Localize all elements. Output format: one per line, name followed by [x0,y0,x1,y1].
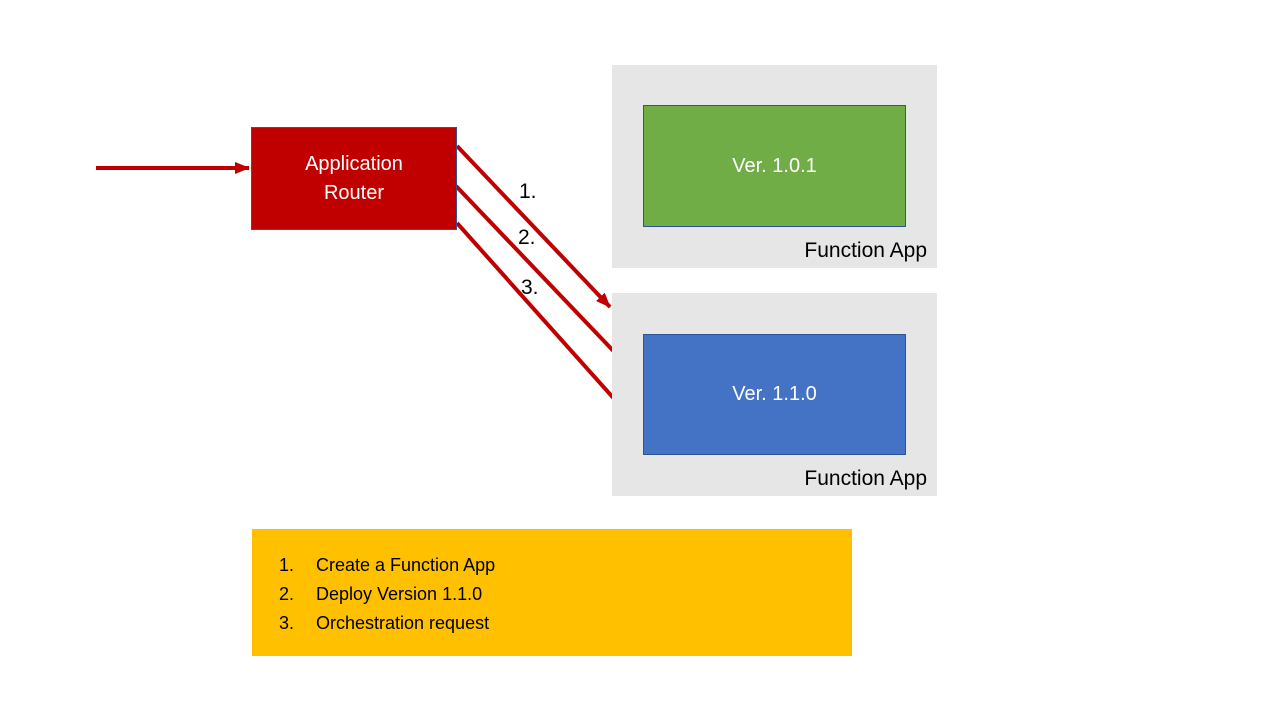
arrow-label-2: 2. [518,226,536,249]
legend-item-text: Deploy Version 1.1.0 [316,584,483,604]
version-label-1-1-0: Ver. 1.1.0 [732,383,817,405]
legend-item-number: 2. [279,584,295,604]
version-box-1-0-1: Ver. 1.0.1 [643,105,906,227]
legend-box: 1. Create a Function App 2. Deploy Versi… [252,529,852,656]
function-app-container-top: Ver. 1.0.1 Function App [612,65,937,268]
legend-item-number: 1. [279,555,295,575]
legend-item: 2. Deploy Version 1.1.0 [252,580,852,609]
arrow-label-1: 1. [519,180,537,203]
function-app-label-top: Function App [804,239,927,262]
arrow-label-3: 3. [521,276,539,299]
function-app-container-bottom: Ver. 1.1.0 Function App [612,293,937,496]
legend-item: 3. Orchestration request [252,609,852,638]
version-box-1-1-0: Ver. 1.1.0 [643,334,906,455]
legend-item: 1. Create a Function App [252,551,852,580]
legend-item-text: Create a Function App [316,555,496,575]
version-label-1-0-1: Ver. 1.0.1 [732,154,817,177]
application-router-box: Application Router [251,127,457,230]
legend-item-number: 3. [279,613,295,633]
application-router-label: Application Router [305,152,403,204]
function-app-label-bottom: Function App [804,467,927,490]
legend-item-text: Orchestration request [316,613,490,633]
